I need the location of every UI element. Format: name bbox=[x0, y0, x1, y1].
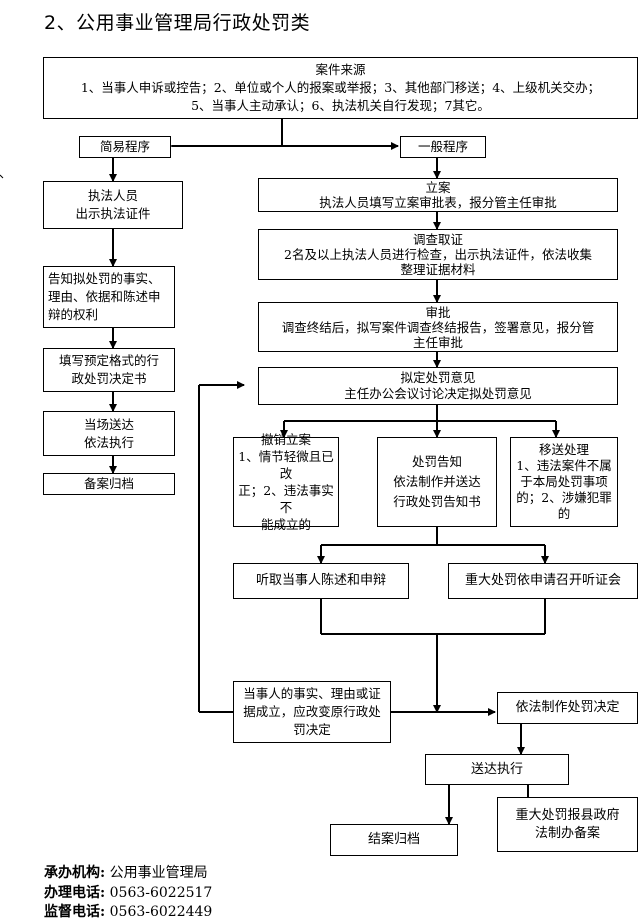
simple-step-deliver-line: 依法执行 bbox=[83, 434, 134, 450]
transfer-text: 1、违法案件不属 bbox=[516, 458, 612, 473]
general-procedure-label: 一般程序 bbox=[417, 139, 468, 154]
penalty-notice-box: 处罚告知 依法制作并送达 行政处罚告知书 bbox=[377, 437, 497, 527]
penalty-notice-heading: 处罚告知 bbox=[411, 454, 462, 469]
approval-heading: 审批 bbox=[425, 304, 451, 320]
investigation-text: 2名及以上执法人员进行检查，出示执法证件，依法收集 bbox=[284, 247, 592, 262]
page-title: 2、公用事业管理局行政处罚类 bbox=[44, 12, 311, 34]
transfer-heading: 移送处理 bbox=[538, 442, 589, 457]
case-source-line-1: 1、当事人申诉或控告；2、单位或个人的报案或举报；3、其他部门移送；4、上级机关… bbox=[80, 80, 601, 95]
deliver-execute-label: 送达执行 bbox=[470, 761, 523, 777]
revoke-case-text: 能成立的 bbox=[260, 517, 311, 532]
simple-procedure-label: 简易程序 bbox=[99, 139, 150, 154]
proposal-box: 拟定处罚意见 主任办公会议讨论决定拟处罚意见 bbox=[258, 367, 618, 405]
approval-box: 审批 调查终结后，拟写案件调查终结报告，签署意见，报分管 主任审批 bbox=[258, 302, 618, 352]
simple-step-deliver-box: 当场送达 依法执行 bbox=[43, 411, 175, 456]
approval-text: 调查终结后，拟写案件调查终结报告，签署意见，报分管 bbox=[281, 319, 595, 335]
footer-phone-value: 0563-6022517 bbox=[109, 885, 213, 901]
revoke-case-box: 撤销立案 1、情节轻微且已改 正；2、违法事实不 能成立的 bbox=[233, 432, 339, 532]
transfer-text: 于本局处罚事项 bbox=[520, 474, 608, 489]
transfer-text: 的 bbox=[557, 506, 571, 521]
simple-step-show-id-line: 执法人员 bbox=[87, 188, 138, 203]
hear-statement-box: 听取当事人陈述和申辩 bbox=[233, 563, 409, 599]
approval-text: 主任审批 bbox=[412, 334, 463, 350]
footer-agency-label: 承办机构: bbox=[44, 865, 106, 881]
general-procedure-box: 一般程序 bbox=[400, 136, 486, 158]
change-decision-line: 据成立，应改变原行政处 bbox=[243, 704, 381, 719]
investigation-box: 调查取证 2名及以上执法人员进行检查，出示执法证件，依法收集 整理证据材料 bbox=[258, 229, 618, 280]
proposal-heading: 拟定处罚意见 bbox=[400, 370, 476, 385]
change-decision-line: 罚决定 bbox=[293, 722, 331, 737]
deliver-execute-box: 送达执行 bbox=[425, 754, 569, 785]
simple-step-fill-form-box: 填写预定格式的行 政处罚决定书 bbox=[43, 348, 175, 392]
simple-step-show-id-line: 出示执法证件 bbox=[75, 206, 151, 221]
simple-step-notify-box: 告知拟处罚的事实、 理由、依据和陈述申 辩的权利 bbox=[43, 266, 175, 328]
margin-tick bbox=[0, 174, 4, 179]
close-archive-label: 结案归档 bbox=[367, 832, 420, 847]
change-decision-line: 当事人的事实、理由或证 bbox=[243, 686, 381, 701]
footer-supervise: 监督电话: 0563-6022449 bbox=[44, 901, 212, 921]
revoke-case-text: 1、情节轻微且已改 bbox=[238, 449, 334, 481]
simple-procedure-box: 简易程序 bbox=[79, 136, 171, 158]
simple-step-notify-line: 告知拟处罚的事实、 bbox=[48, 271, 161, 286]
penalty-notice-text: 行政处罚告知书 bbox=[393, 494, 481, 509]
footer-supervise-label: 监督电话: bbox=[44, 904, 106, 920]
simple-step-fill-form-line: 填写预定格式的行 bbox=[58, 353, 159, 368]
investigation-heading: 调查取证 bbox=[412, 232, 463, 247]
transfer-box: 移送处理 1、违法案件不属 于本局处罚事项 的；2、涉嫌犯罪 的 bbox=[510, 437, 618, 527]
hearing-box: 重大处罚依申请召开听证会 bbox=[448, 563, 638, 599]
simple-step-notify-line: 辩的权利 bbox=[48, 307, 99, 322]
footer-phone: 办理电话: 0563-6022517 bbox=[44, 882, 212, 902]
close-archive-box: 结案归档 bbox=[330, 824, 458, 856]
make-decision-label: 依法制作处罚决定 bbox=[515, 700, 620, 715]
simple-step-show-id-box: 执法人员 出示执法证件 bbox=[43, 181, 183, 229]
case-source-box: 案件来源 1、当事人申诉或控告；2、单位或个人的报案或举报；3、其他部门移送；4… bbox=[43, 57, 638, 119]
revoke-case-text: 正；2、违法事实不 bbox=[238, 483, 334, 515]
footer-agency-value: 公用事业管理局 bbox=[109, 865, 208, 881]
simple-step-deliver-line: 当场送达 bbox=[83, 416, 134, 432]
simple-step-fill-form-line: 政处罚决定书 bbox=[71, 371, 147, 386]
simple-step-notify-line: 理由、依据和陈述申 bbox=[48, 289, 161, 304]
footer-phone-label: 办理电话: bbox=[44, 885, 106, 901]
penalty-notice-text: 依法制作并送达 bbox=[393, 474, 481, 489]
filing-heading: 立案 bbox=[425, 180, 451, 195]
simple-step-archive-box: 备案归档 bbox=[43, 473, 175, 495]
footer-supervise-value: 0563-6022449 bbox=[109, 904, 213, 920]
hear-statement-label: 听取当事人陈述和申辩 bbox=[255, 573, 386, 588]
transfer-text: 的；2、涉嫌犯罪 bbox=[516, 490, 612, 505]
case-source-heading: 案件来源 bbox=[315, 62, 366, 77]
report-filing-line: 重大处罚报县政府 bbox=[515, 807, 620, 823]
filing-text: 执法人员填写立案审批表，报分管主任审批 bbox=[319, 195, 557, 210]
revoke-case-heading: 撤销立案 bbox=[260, 432, 311, 447]
hearing-label: 重大处罚依申请召开听证会 bbox=[464, 573, 621, 588]
report-filing-box: 重大处罚报县政府 法制办备案 bbox=[497, 797, 638, 852]
change-decision-box: 当事人的事实、理由或证 据成立，应改变原行政处 罚决定 bbox=[233, 681, 391, 743]
simple-step-archive-label: 备案归档 bbox=[83, 476, 134, 491]
case-source-line-2: 5、当事人主动承认；6、执法机关自行发现；7其它。 bbox=[191, 98, 490, 113]
investigation-text: 整理证据材料 bbox=[400, 262, 476, 277]
proposal-text: 主任办公会议讨论决定拟处罚意见 bbox=[344, 386, 532, 401]
make-decision-box: 依法制作处罚决定 bbox=[497, 692, 638, 724]
report-filing-line: 法制办备案 bbox=[534, 825, 600, 841]
filing-box: 立案 执法人员填写立案审批表，报分管主任审批 bbox=[258, 178, 618, 212]
footer-agency: 承办机构: 公用事业管理局 bbox=[44, 862, 208, 882]
